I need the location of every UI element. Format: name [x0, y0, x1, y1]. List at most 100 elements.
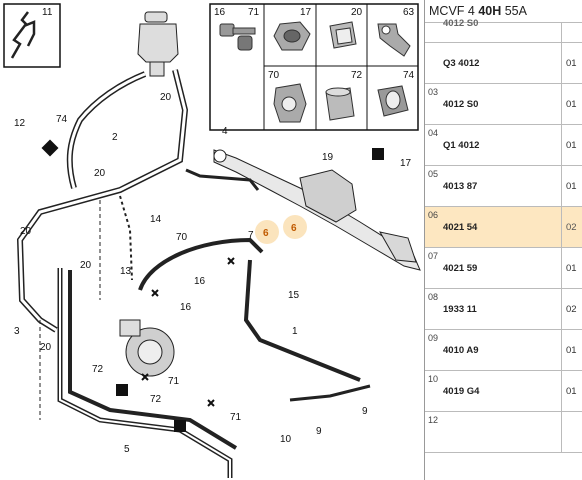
- callout-20e: 20: [20, 226, 32, 237]
- callout-72: 72: [92, 364, 104, 375]
- highlight-6a[interactable]: 6: [255, 220, 279, 244]
- callout-19: 19: [322, 152, 334, 163]
- part-row[interactable]: 08 1933 11 02: [425, 289, 582, 330]
- callout-20b: 20: [94, 168, 106, 179]
- callout-71b: 71: [230, 412, 242, 423]
- callout-70: 70: [176, 232, 188, 243]
- callout-9: 9: [362, 406, 368, 417]
- callout-7: 7: [248, 230, 254, 241]
- row-index: 07: [428, 251, 439, 261]
- callout-14: 14: [150, 214, 162, 225]
- part-reference: 4010 A9: [443, 345, 479, 356]
- column-divider: [561, 371, 562, 411]
- row-index: 04: [428, 128, 439, 138]
- callout-15: 15: [288, 290, 300, 301]
- part-reference: 4012 S0: [443, 99, 479, 110]
- row-index: 05: [428, 169, 439, 179]
- column-divider: [561, 207, 562, 247]
- column-divider: [561, 43, 562, 83]
- part-quantity: 01: [566, 181, 577, 192]
- column-divider: [561, 166, 562, 206]
- callout-10: 10: [280, 434, 292, 445]
- bolt-icon: [219, 23, 256, 51]
- svg-text:6: 6: [291, 223, 297, 234]
- part-quantity: 02: [566, 304, 577, 315]
- callout-71: 71: [168, 376, 180, 387]
- row-index: 08: [428, 292, 439, 302]
- clip-icon: [273, 83, 307, 123]
- part-reference: 4021 59: [443, 263, 478, 274]
- callout-5: 5: [124, 444, 130, 455]
- part-row[interactable]: 03 4012 S0 01: [425, 84, 582, 125]
- row-index: 06: [428, 210, 439, 220]
- callout-20d: 20: [40, 342, 52, 353]
- part-quantity: 01: [566, 58, 577, 69]
- inset-label: 20: [351, 7, 363, 18]
- parts-list-panel: MCVF 4 40H 55A 4012 S0 Q3 4012 01 03 4012 S0…: [424, 0, 582, 480]
- callout-labels: 1 2 3 4 5 7 9 9 10 12 13 14 15 16 16 17 …: [14, 92, 412, 455]
- row-index: 09: [428, 333, 439, 343]
- part-reference: Q3 4012: [443, 58, 480, 69]
- part-reference: Q1 4012: [443, 140, 480, 151]
- part-row[interactable]: 12: [425, 412, 582, 453]
- inset-label: 16: [214, 7, 226, 18]
- callout-20: 20: [160, 92, 172, 103]
- callout-1: 1: [292, 326, 298, 337]
- hose-lines: [16, 69, 371, 478]
- part-reference: 4013 87: [443, 181, 478, 192]
- callout-20c: 20: [80, 260, 92, 271]
- part-quantity: 01: [566, 263, 577, 274]
- part-row[interactable]: 05 4013 87 01: [425, 166, 582, 207]
- clamp-icon: [329, 21, 357, 49]
- part-reference: 1933 11: [443, 304, 477, 315]
- column-divider: [561, 412, 562, 452]
- part-reference: 4019 G4: [443, 386, 480, 397]
- fastener-inset[interactable]: 16 71 17 20 63 70 72 74: [209, 3, 419, 131]
- part-quantity: 01: [566, 386, 577, 397]
- part-row[interactable]: Q3 4012 01: [425, 43, 582, 84]
- inset-label: 63: [403, 7, 415, 18]
- callout-13: 13: [120, 266, 132, 277]
- inset-label: 70: [268, 70, 280, 81]
- model-header: MCVF 4 40H 55A: [425, 0, 582, 23]
- svg-text:6: 6: [263, 228, 269, 239]
- column-divider: [561, 330, 562, 370]
- part-row[interactable]: 06 4021 54 02: [425, 207, 582, 248]
- part-quantity: 02: [566, 222, 577, 233]
- row-index: 03: [428, 87, 439, 97]
- column-divider: [561, 248, 562, 288]
- part-quantity: 01: [566, 99, 577, 110]
- row-index: 10: [428, 374, 439, 384]
- inset-label: 72: [351, 70, 363, 81]
- header-prefix: MCVF 4: [429, 4, 479, 18]
- callout-9b: 9: [316, 426, 322, 437]
- callout-16b: 16: [180, 302, 192, 313]
- part-quantity: 01: [566, 345, 577, 356]
- pump-illustration: [119, 319, 175, 377]
- part-reference: 4021 54: [443, 222, 478, 233]
- steering-rack-illustration: [213, 149, 421, 271]
- inset-label: 11: [42, 7, 53, 18]
- callout-3: 3: [14, 326, 20, 337]
- row-index: 12: [428, 415, 439, 425]
- nut-icon: [273, 21, 311, 51]
- part-quantity: 01: [566, 140, 577, 151]
- callout-4: 4: [222, 126, 228, 137]
- sleeve-icon: [325, 87, 355, 121]
- bracket-icon: [377, 23, 411, 57]
- grommet-icon: [377, 85, 409, 117]
- part-row[interactable]: 04 Q1 4012 01: [425, 125, 582, 166]
- part-row[interactable]: 4012 S0: [425, 18, 582, 43]
- highlight-6b[interactable]: 6: [283, 215, 307, 239]
- column-divider: [561, 84, 562, 124]
- inset-label: 17: [300, 7, 312, 18]
- callout-72b: 72: [150, 394, 162, 405]
- callout-17: 17: [400, 158, 412, 169]
- part-row[interactable]: 10 4019 G4 01: [425, 371, 582, 412]
- part-row[interactable]: 09 4010 A9 01: [425, 330, 582, 371]
- part-row[interactable]: 07 4021 59 01: [425, 248, 582, 289]
- header-suffix: 55A: [501, 4, 527, 18]
- inset-11[interactable]: 11: [3, 3, 61, 68]
- column-divider: [561, 22, 562, 42]
- inset-label: 74: [403, 70, 415, 81]
